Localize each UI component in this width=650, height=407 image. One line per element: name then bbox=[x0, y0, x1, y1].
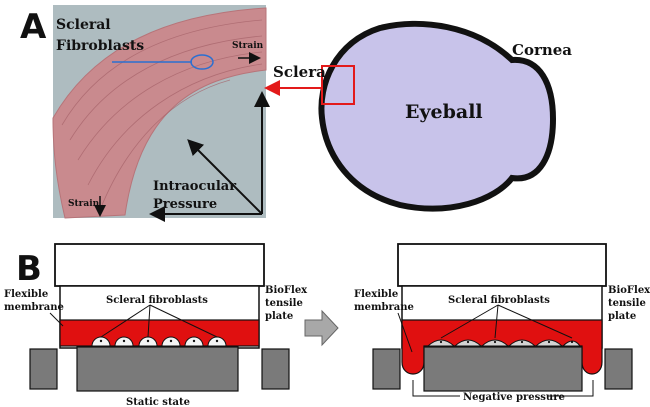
transition-arrow bbox=[304, 309, 339, 347]
scleral-fibroblasts-label-2: Fibroblasts bbox=[56, 38, 144, 54]
scleral-fibroblasts-label: Scleral bbox=[56, 17, 111, 33]
panel-a-letter: A bbox=[20, 7, 47, 47]
fibroblast-pointers-right bbox=[440, 304, 573, 339]
tissue-fibers bbox=[61, 19, 263, 211]
static-state-caption: Static state bbox=[126, 397, 190, 407]
cell-nuclei-right bbox=[439, 340, 574, 344]
bioflex-label-right: BioFlex bbox=[608, 285, 650, 296]
panel-b: B bbox=[4, 243, 650, 407]
flexible-membrane-right bbox=[401, 319, 603, 375]
panel-b-letter: B bbox=[16, 249, 42, 289]
sclera-highlight-box bbox=[321, 65, 355, 105]
fibroblast-highlight-ellipse bbox=[190, 54, 214, 70]
eyeball-outline bbox=[318, 20, 557, 212]
base-plate-right bbox=[423, 346, 583, 392]
top-lid-right bbox=[397, 243, 607, 287]
negative-pressure-caption: Negative pressure bbox=[463, 392, 565, 403]
bioflex-label-right-2: tensile bbox=[608, 298, 646, 309]
strain-label-top: Strain bbox=[232, 41, 264, 51]
scleral-fibroblasts-label-left: Scleral fibroblasts bbox=[106, 295, 208, 306]
panel-a: A Scleral Fibroblasts Strain Strain Intr… bbox=[20, 5, 572, 222]
negative-pressure-bracket bbox=[412, 380, 460, 397]
side-block-left-a bbox=[29, 348, 58, 390]
iop-label-2: Pressure bbox=[153, 197, 217, 212]
bioflex-label-left: BioFlex bbox=[265, 285, 308, 296]
bioflex-label-left-2: tensile bbox=[265, 298, 303, 309]
fibroblast-pointers-left bbox=[100, 304, 218, 338]
flexible-membrane-left bbox=[59, 319, 260, 347]
bioflex-label-left-3: plate bbox=[265, 311, 293, 322]
flexible-membrane-label-left: Flexible bbox=[4, 289, 48, 300]
static-state-diagram: Flexible membrane Scleral fibroblasts Bi… bbox=[4, 243, 308, 407]
bioflex-label-right-3: plate bbox=[608, 311, 636, 322]
strain-label-bottom: Strain bbox=[68, 199, 100, 209]
flexible-membrane-label-left-2: membrane bbox=[4, 302, 64, 313]
iop-label: Intraocular bbox=[153, 179, 236, 194]
scleral-fibroblasts-label-right: Scleral fibroblasts bbox=[448, 295, 550, 306]
base-plate-left bbox=[76, 346, 239, 392]
sclera-label: Sclera bbox=[273, 63, 326, 81]
membrane-pointer-left bbox=[49, 312, 64, 327]
cell-nuclei-left bbox=[99, 339, 219, 343]
negative-pressure-bracket-2 bbox=[548, 380, 594, 397]
side-block-right-a bbox=[372, 348, 401, 390]
top-lid-left bbox=[54, 243, 265, 287]
membrane-pointer-right bbox=[397, 312, 413, 353]
side-block-right-b bbox=[604, 348, 633, 390]
eyeball-label: Eyeball bbox=[405, 101, 483, 123]
side-block-left-b bbox=[261, 348, 290, 390]
negative-pressure-diagram: Flexible membrane Scleral fibroblasts Bi… bbox=[354, 243, 650, 403]
iop-arrow-diagonal bbox=[187, 139, 263, 215]
cornea-label: Cornea bbox=[512, 41, 572, 59]
flexible-membrane-label-right-2: membrane bbox=[354, 302, 414, 313]
flexible-membrane-label-right: Flexible bbox=[354, 289, 398, 300]
